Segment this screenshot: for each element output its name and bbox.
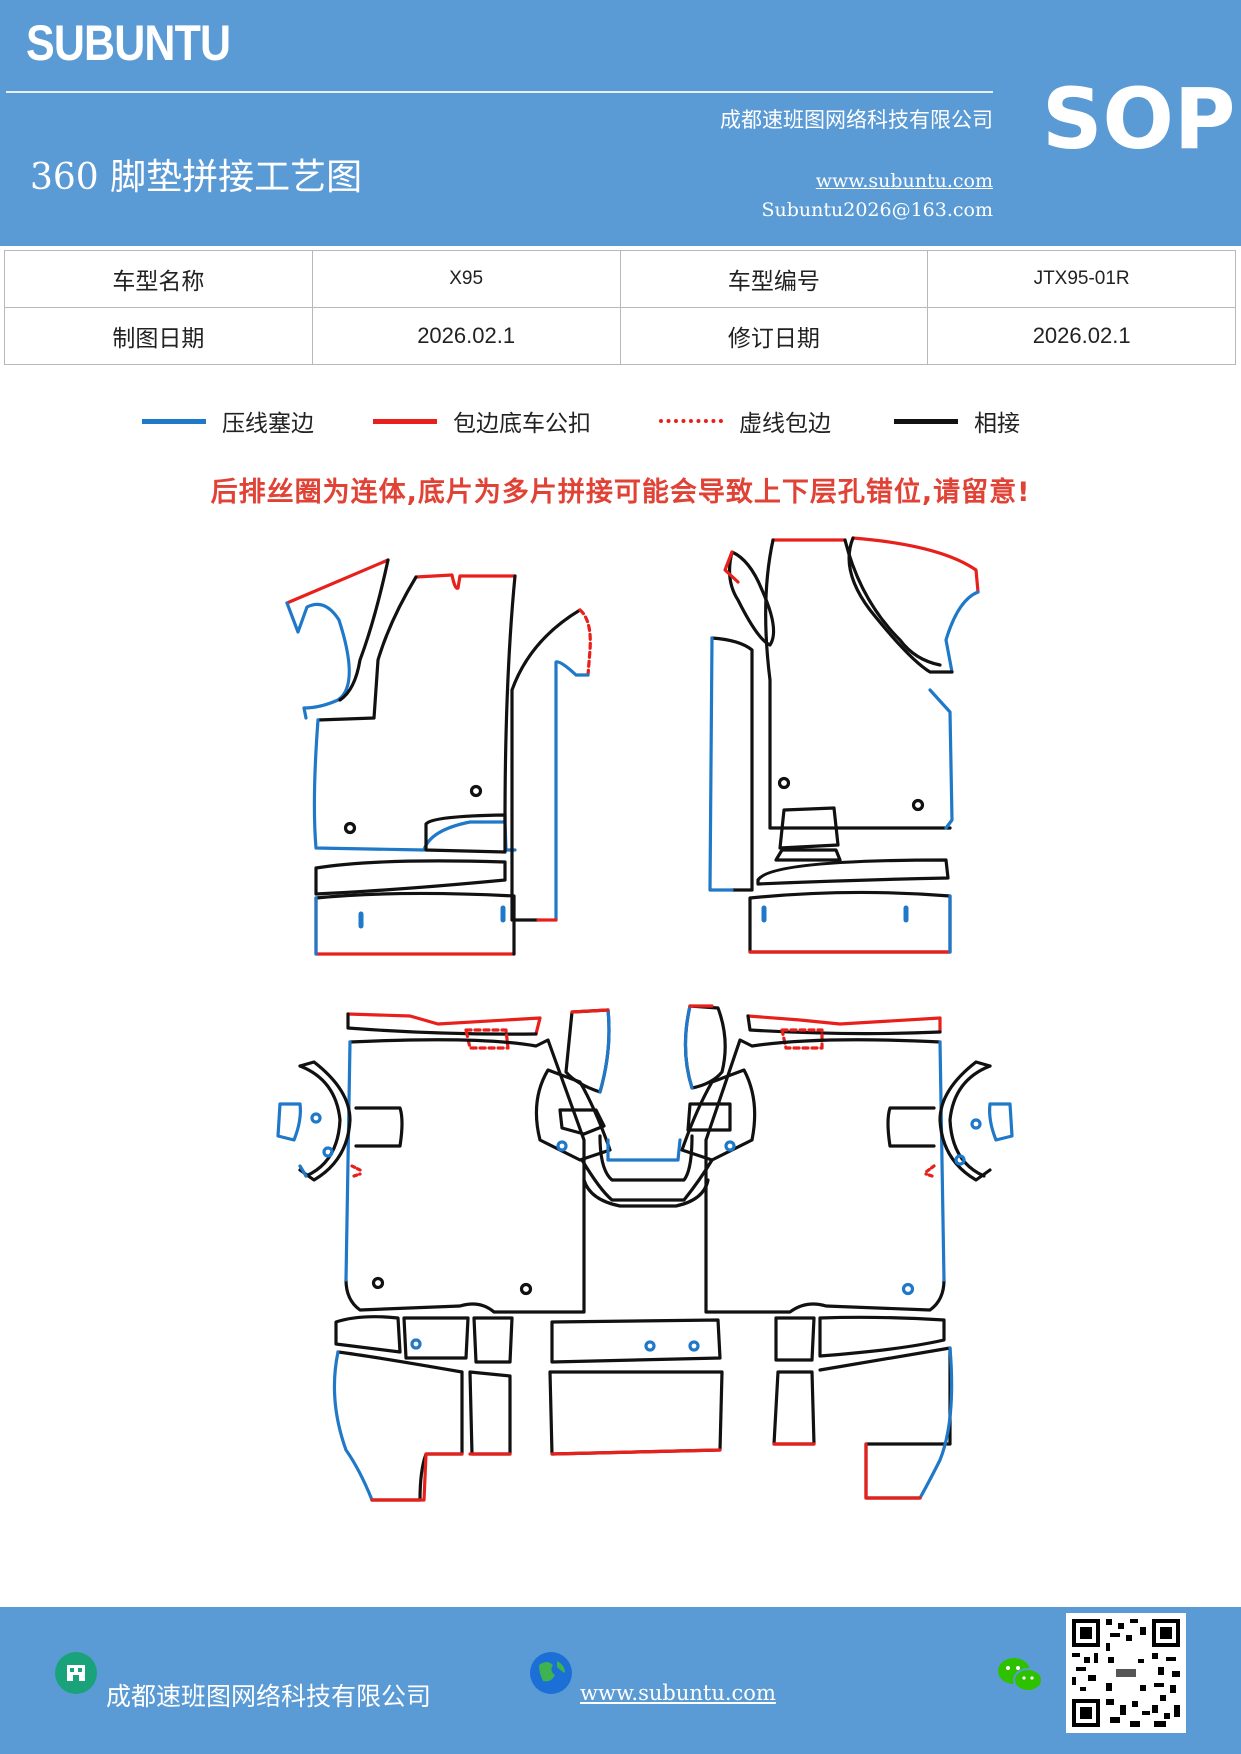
header-divider (6, 91, 993, 93)
front-right-mat (708, 536, 980, 954)
footer-company-name: 成都速班图网络科技有限公司 (106, 1682, 432, 1711)
header-website-link[interactable]: www.subuntu.com (815, 170, 993, 192)
header-banner: SUBUNTU 成都速班图网络科技有限公司 360 脚垫拼接工艺图 www.su… (0, 0, 1241, 246)
front-left-mat (285, 558, 592, 956)
legend: 压线塞边 包边底车公扣 虚线包边 相接 (0, 404, 1241, 438)
warning-note: 后排丝圈为连体,底片为多片拼接可能会导致上下层孔错位,请留意! (210, 477, 1031, 508)
model-code-value: JTX95-01R (927, 250, 1236, 308)
wechat-icon[interactable] (996, 1655, 1044, 1695)
rear-mats (276, 1004, 1014, 1502)
revision-date-value: 2026.02.1 (927, 307, 1236, 365)
draw-date-value: 2026.02.1 (311, 307, 621, 365)
legend-item-blue: 压线塞边 (142, 404, 314, 438)
document-title: 360 脚垫拼接工艺图 (30, 157, 363, 198)
header-email: Subuntu2026@163.com (761, 199, 993, 221)
brand-logo: SUBUNTU (26, 15, 231, 71)
legend-swatch-blue (142, 418, 206, 424)
legend-label: 虚线包边 (739, 411, 831, 437)
legend-label: 包边底车公扣 (453, 411, 591, 437)
footer-banner: 成都速班图网络科技有限公司 www.subuntu.com (0, 1607, 1241, 1754)
sop-badge: SOP (1042, 70, 1236, 168)
legend-item-dashed: 虚线包边 (659, 404, 831, 438)
draw-date-label: 制图日期 (4, 307, 313, 365)
legend-item-red: 包边底车公扣 (373, 404, 591, 438)
legend-item-black: 相接 (894, 404, 1020, 438)
table-row: 车型名称 X95 车型编号 JTX95-01R (4, 250, 1236, 308)
building-icon (55, 1652, 97, 1694)
revision-date-label: 修订日期 (619, 307, 929, 365)
model-name-label: 车型名称 (4, 250, 313, 308)
model-code-label: 车型编号 (619, 250, 929, 308)
model-name-value: X95 (311, 250, 621, 308)
header-company-name: 成都速班图网络科技有限公司 (720, 108, 993, 132)
legend-swatch-red (373, 418, 437, 424)
table-row: 制图日期 2026.02.1 修订日期 2026.02.1 (4, 307, 1236, 365)
qr-code (1066, 1613, 1186, 1733)
globe-icon (530, 1652, 572, 1694)
legend-swatch-dashed (659, 419, 723, 423)
legend-label: 相接 (974, 411, 1020, 437)
footer-website-link[interactable]: www.subuntu.com (580, 1681, 776, 1705)
legend-label: 压线塞边 (222, 411, 314, 437)
legend-swatch-black (894, 418, 958, 424)
vehicle-info-table: 车型名称 X95 车型编号 JTX95-01R 制图日期 2026.02.1 修… (4, 250, 1236, 365)
floor-mat-diagram (276, 536, 1014, 1502)
